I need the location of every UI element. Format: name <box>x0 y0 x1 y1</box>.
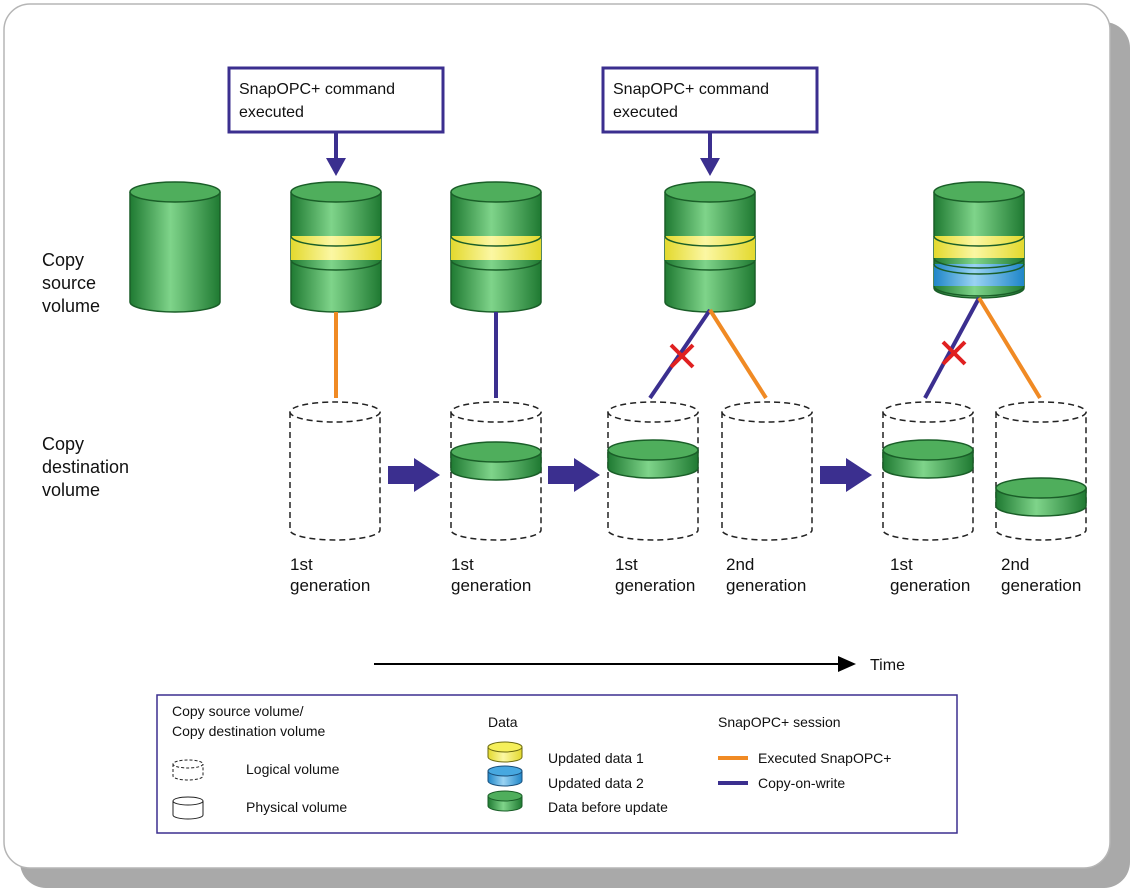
command-box-2: SnapOPC+ command executed <box>601 66 819 134</box>
generation-label-4b-line1: 2nd <box>1001 555 1029 574</box>
row-label-destination-line1: Copy <box>42 434 84 454</box>
command-box-2-line2: executed <box>613 104 678 121</box>
legend-volume-header-line2: Copy destination volume <box>172 723 326 739</box>
generation-label-4a-line2: generation <box>890 576 970 595</box>
command-box-1-line1: SnapOPC+ command <box>239 81 395 98</box>
command-box-2-line1: SnapOPC+ command <box>613 81 769 98</box>
session-executed-line-2 <box>708 308 768 400</box>
legend-data-header: Data <box>488 714 518 730</box>
session-executed-line-3 <box>977 296 1042 400</box>
legend: Copy source volume/ Copy destination vol… <box>156 694 958 834</box>
legend-cow-label: Copy-on-write <box>758 775 845 791</box>
source-volume-initial <box>129 181 221 313</box>
cross-mark-2 <box>941 340 967 366</box>
destination-volume-1 <box>289 401 381 541</box>
destination-volume-3a <box>607 401 699 541</box>
row-label-source-line2: source <box>42 273 96 293</box>
generation-label-3b-line2: generation <box>726 576 806 595</box>
destination-volume-4b <box>995 401 1087 541</box>
source-volume-3 <box>664 181 756 313</box>
generation-label-4a: 1st generation <box>890 555 970 595</box>
row-label-destination-line2: destination <box>42 457 129 477</box>
legend-updated2-label: Updated data 2 <box>548 775 644 791</box>
destination-volume-2 <box>450 401 542 541</box>
generation-label-1: 1st generation <box>290 555 370 595</box>
destination-volume-4a <box>882 401 974 541</box>
legend-session-header: SnapOPC+ session <box>718 714 841 730</box>
time-arrow <box>374 656 856 672</box>
generation-label-2-line1: 1st <box>451 555 474 574</box>
command-arrow-2 <box>700 132 720 176</box>
command-box-1-line2: executed <box>239 104 304 121</box>
row-label-source: Copy source volume <box>42 250 100 316</box>
generation-label-2-line2: generation <box>451 576 531 595</box>
session-cow-line-3 <box>923 297 981 399</box>
source-volume-4 <box>933 181 1025 299</box>
generation-label-4a-line1: 1st <box>890 555 913 574</box>
destination-volume-3b <box>721 401 813 541</box>
progress-arrow-3 <box>820 458 872 492</box>
generation-label-1-line2: generation <box>290 576 370 595</box>
legend-executed-label: Executed SnapOPC+ <box>758 750 891 766</box>
row-label-source-line1: Copy <box>42 250 84 270</box>
frame <box>3 3 1111 869</box>
legend-physical-label: Physical volume <box>246 799 347 815</box>
row-label-destination-line3: volume <box>42 480 100 500</box>
generation-label-3b: 2nd generation <box>726 555 806 595</box>
legend-updated1-label: Updated data 1 <box>548 750 644 766</box>
legend-before-label: Data before update <box>548 799 668 815</box>
source-volume-2 <box>450 181 542 313</box>
generation-label-3a-line2: generation <box>615 576 695 595</box>
generation-label-4b-line2: generation <box>1001 576 1081 595</box>
cross-mark-1 <box>669 343 695 369</box>
progress-arrow-1 <box>388 458 440 492</box>
command-box-1: SnapOPC+ command executed <box>227 66 445 134</box>
generation-label-3a: 1st generation <box>615 555 695 595</box>
source-volume-1 <box>290 181 382 313</box>
legend-updated1-icon <box>487 741 523 763</box>
legend-updated2-icon <box>487 765 523 787</box>
generation-label-4b: 2nd generation <box>1001 555 1081 595</box>
generation-label-1-line1: 1st <box>290 555 313 574</box>
legend-before-update-icon <box>487 790 523 812</box>
time-label: Time <box>870 657 905 674</box>
progress-arrow-2 <box>548 458 600 492</box>
generation-label-2: 1st generation <box>451 555 531 595</box>
legend-volume-header-line1: Copy source volume/ <box>172 703 304 719</box>
legend-logical-label: Logical volume <box>246 761 340 777</box>
legend-physical-volume-icon <box>172 796 204 820</box>
legend-logical-volume-icon <box>172 759 204 781</box>
row-label-source-line3: volume <box>42 296 100 316</box>
generation-label-3a-line1: 1st <box>615 555 638 574</box>
generation-label-3b-line1: 2nd <box>726 555 754 574</box>
row-label-destination: Copy destination volume <box>42 434 129 500</box>
command-arrow-1 <box>326 132 346 176</box>
